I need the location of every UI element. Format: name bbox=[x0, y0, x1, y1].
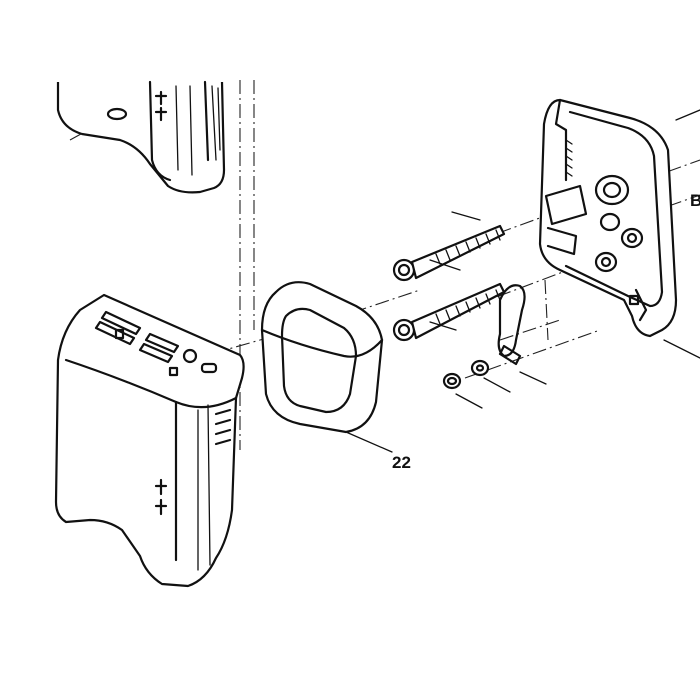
leader-lines bbox=[345, 109, 700, 453]
upper-cover-part bbox=[56, 80, 226, 194]
lower-cover-part bbox=[54, 293, 245, 588]
edge-callout-label: B bbox=[690, 191, 700, 210]
seal-gasket-part bbox=[260, 281, 384, 434]
small-screw-part bbox=[442, 372, 462, 390]
long-screw-upper bbox=[392, 224, 506, 282]
washer-part bbox=[470, 359, 490, 377]
spring-clip-part bbox=[497, 284, 526, 366]
callout-label-22: 22 bbox=[392, 453, 411, 472]
housing-plate-part bbox=[538, 98, 678, 338]
long-screw-lower bbox=[392, 282, 506, 342]
